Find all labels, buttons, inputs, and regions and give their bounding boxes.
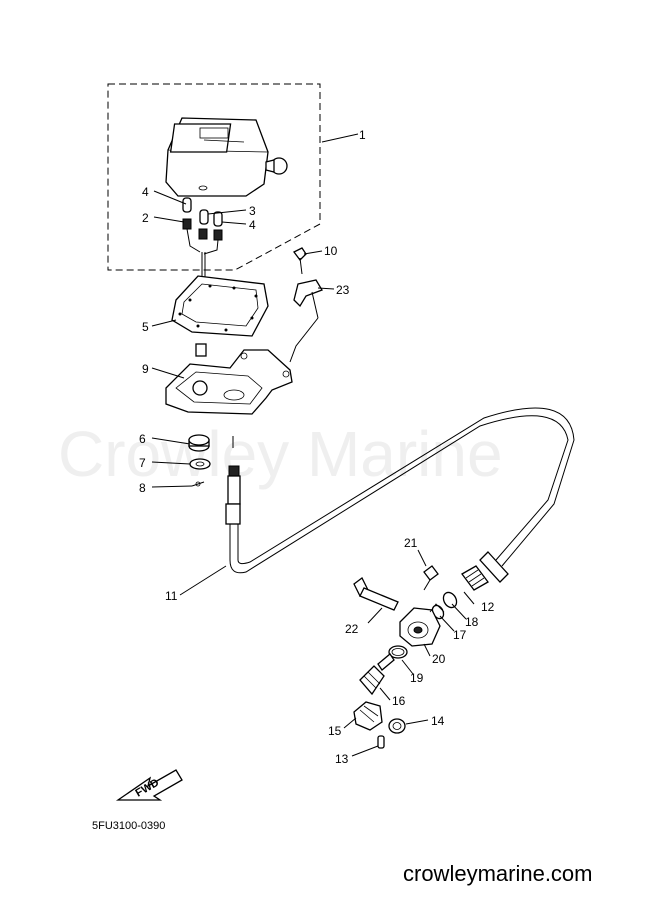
callout-14: 14 (431, 714, 445, 728)
website-footer: crowleymarine.com (403, 861, 593, 886)
part-14-circlip[interactable] (388, 718, 406, 734)
callout-19: 19 (410, 671, 424, 685)
part-10-screw[interactable] (293, 247, 307, 275)
part-11-speedometer-cable[interactable] (225, 407, 575, 583)
part-18-washer[interactable] (441, 590, 459, 610)
callout-3: 3 (249, 204, 256, 218)
callout-17: 17 (453, 628, 467, 642)
part-4-cap-right[interactable] (203, 211, 223, 255)
part-6-grommet[interactable] (188, 434, 210, 452)
part-9-bracket[interactable] (165, 349, 293, 415)
part-2-bulb-socket[interactable] (182, 218, 201, 253)
part-23-clip[interactable] (293, 279, 323, 319)
callout-10: 10 (324, 244, 338, 258)
part-21-screw[interactable] (423, 565, 439, 591)
part-5-meter-frame[interactable] (171, 275, 269, 337)
part-22-bolt[interactable] (353, 577, 399, 611)
part-20-gear-housing[interactable] (399, 603, 445, 647)
callout-9: 9 (142, 362, 149, 376)
part-4-cap-left[interactable] (182, 197, 192, 213)
callout-21: 21 (404, 536, 418, 550)
callout-11: 11 (165, 589, 178, 603)
part-3-cap[interactable] (198, 209, 209, 240)
assembly-1-dashed-box (107, 83, 321, 271)
callout-22: 22 (345, 622, 359, 636)
part-13-pin[interactable] (377, 735, 385, 749)
connector (195, 343, 207, 357)
callout-5: 5 (142, 320, 149, 334)
callout-7: 7 (139, 456, 146, 470)
fwd-arrow-icon: FWD (115, 769, 183, 801)
callout-23: 23 (336, 283, 350, 297)
diagram-code: 5FU3100-0390 (92, 820, 165, 832)
callout-1: 1 (359, 128, 366, 142)
callout-8: 8 (139, 481, 146, 495)
part-15-drive-gear[interactable] (353, 701, 383, 731)
watermark: Crowley Marine (58, 418, 503, 490)
callout-15: 15 (328, 724, 342, 738)
part-19-o-ring[interactable] (388, 645, 408, 659)
callout-12: 12 (481, 600, 495, 614)
part-16-driven-gear[interactable] (359, 653, 395, 696)
callout-4-right: 4 (249, 218, 256, 232)
leader-lines (151, 133, 475, 757)
part-1-speedometer[interactable] (165, 117, 288, 197)
part-7-washer[interactable] (189, 458, 211, 470)
callout-6: 6 (139, 432, 146, 446)
callout-18: 18 (465, 615, 479, 629)
leader-23-to-bracket (289, 317, 319, 363)
callout-16: 16 (392, 694, 406, 708)
part-8-pin[interactable] (191, 481, 205, 487)
callout-4-left: 4 (142, 185, 149, 199)
callout-20: 20 (432, 652, 446, 666)
part-12-cable-nut[interactable] (461, 565, 489, 591)
callout-13: 13 (335, 752, 349, 766)
callout-2: 2 (142, 211, 149, 225)
